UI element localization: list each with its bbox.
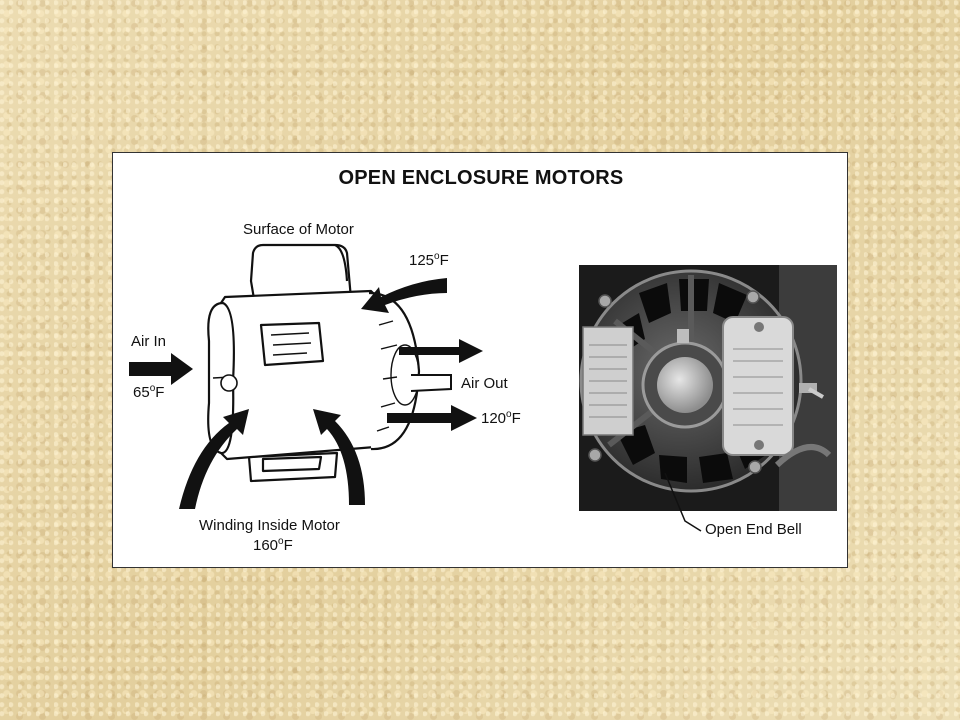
motor-drawing — [129, 243, 483, 509]
diagram-title: OPEN ENCLOSURE MOTORS — [338, 167, 624, 189]
air-out-label: Air Out — [461, 375, 508, 392]
winding-label: Winding Inside Motor — [199, 517, 340, 534]
motor-end-bell-photo — [579, 265, 837, 511]
air-out-temp: 120oF — [481, 409, 521, 427]
winding-temp: 160oF — [253, 536, 293, 554]
air-in-label: Air In — [131, 333, 167, 350]
airflow-arrows — [129, 278, 483, 509]
winding-left-arrow — [179, 409, 249, 509]
diagram-panel: OPEN ENCLOSURE MOTORS — [112, 152, 848, 568]
air-out-lower-arrow — [387, 405, 477, 431]
motor-bolt — [220, 374, 238, 392]
end-bell-illustration — [579, 265, 837, 511]
end-bell-label: Open End Bell — [705, 521, 802, 538]
end-bell-leader — [664, 472, 702, 532]
motor-shaft — [410, 374, 452, 392]
air-in-arrow — [129, 353, 193, 385]
winding-right-arrow — [313, 409, 365, 505]
air-in-temp: 65oF — [133, 383, 165, 401]
surface-temp: 125oF — [409, 251, 449, 269]
surface-label: Surface of Motor — [243, 221, 354, 238]
air-out-upper-arrow — [399, 339, 483, 363]
surface-heat-arrow — [361, 278, 447, 313]
